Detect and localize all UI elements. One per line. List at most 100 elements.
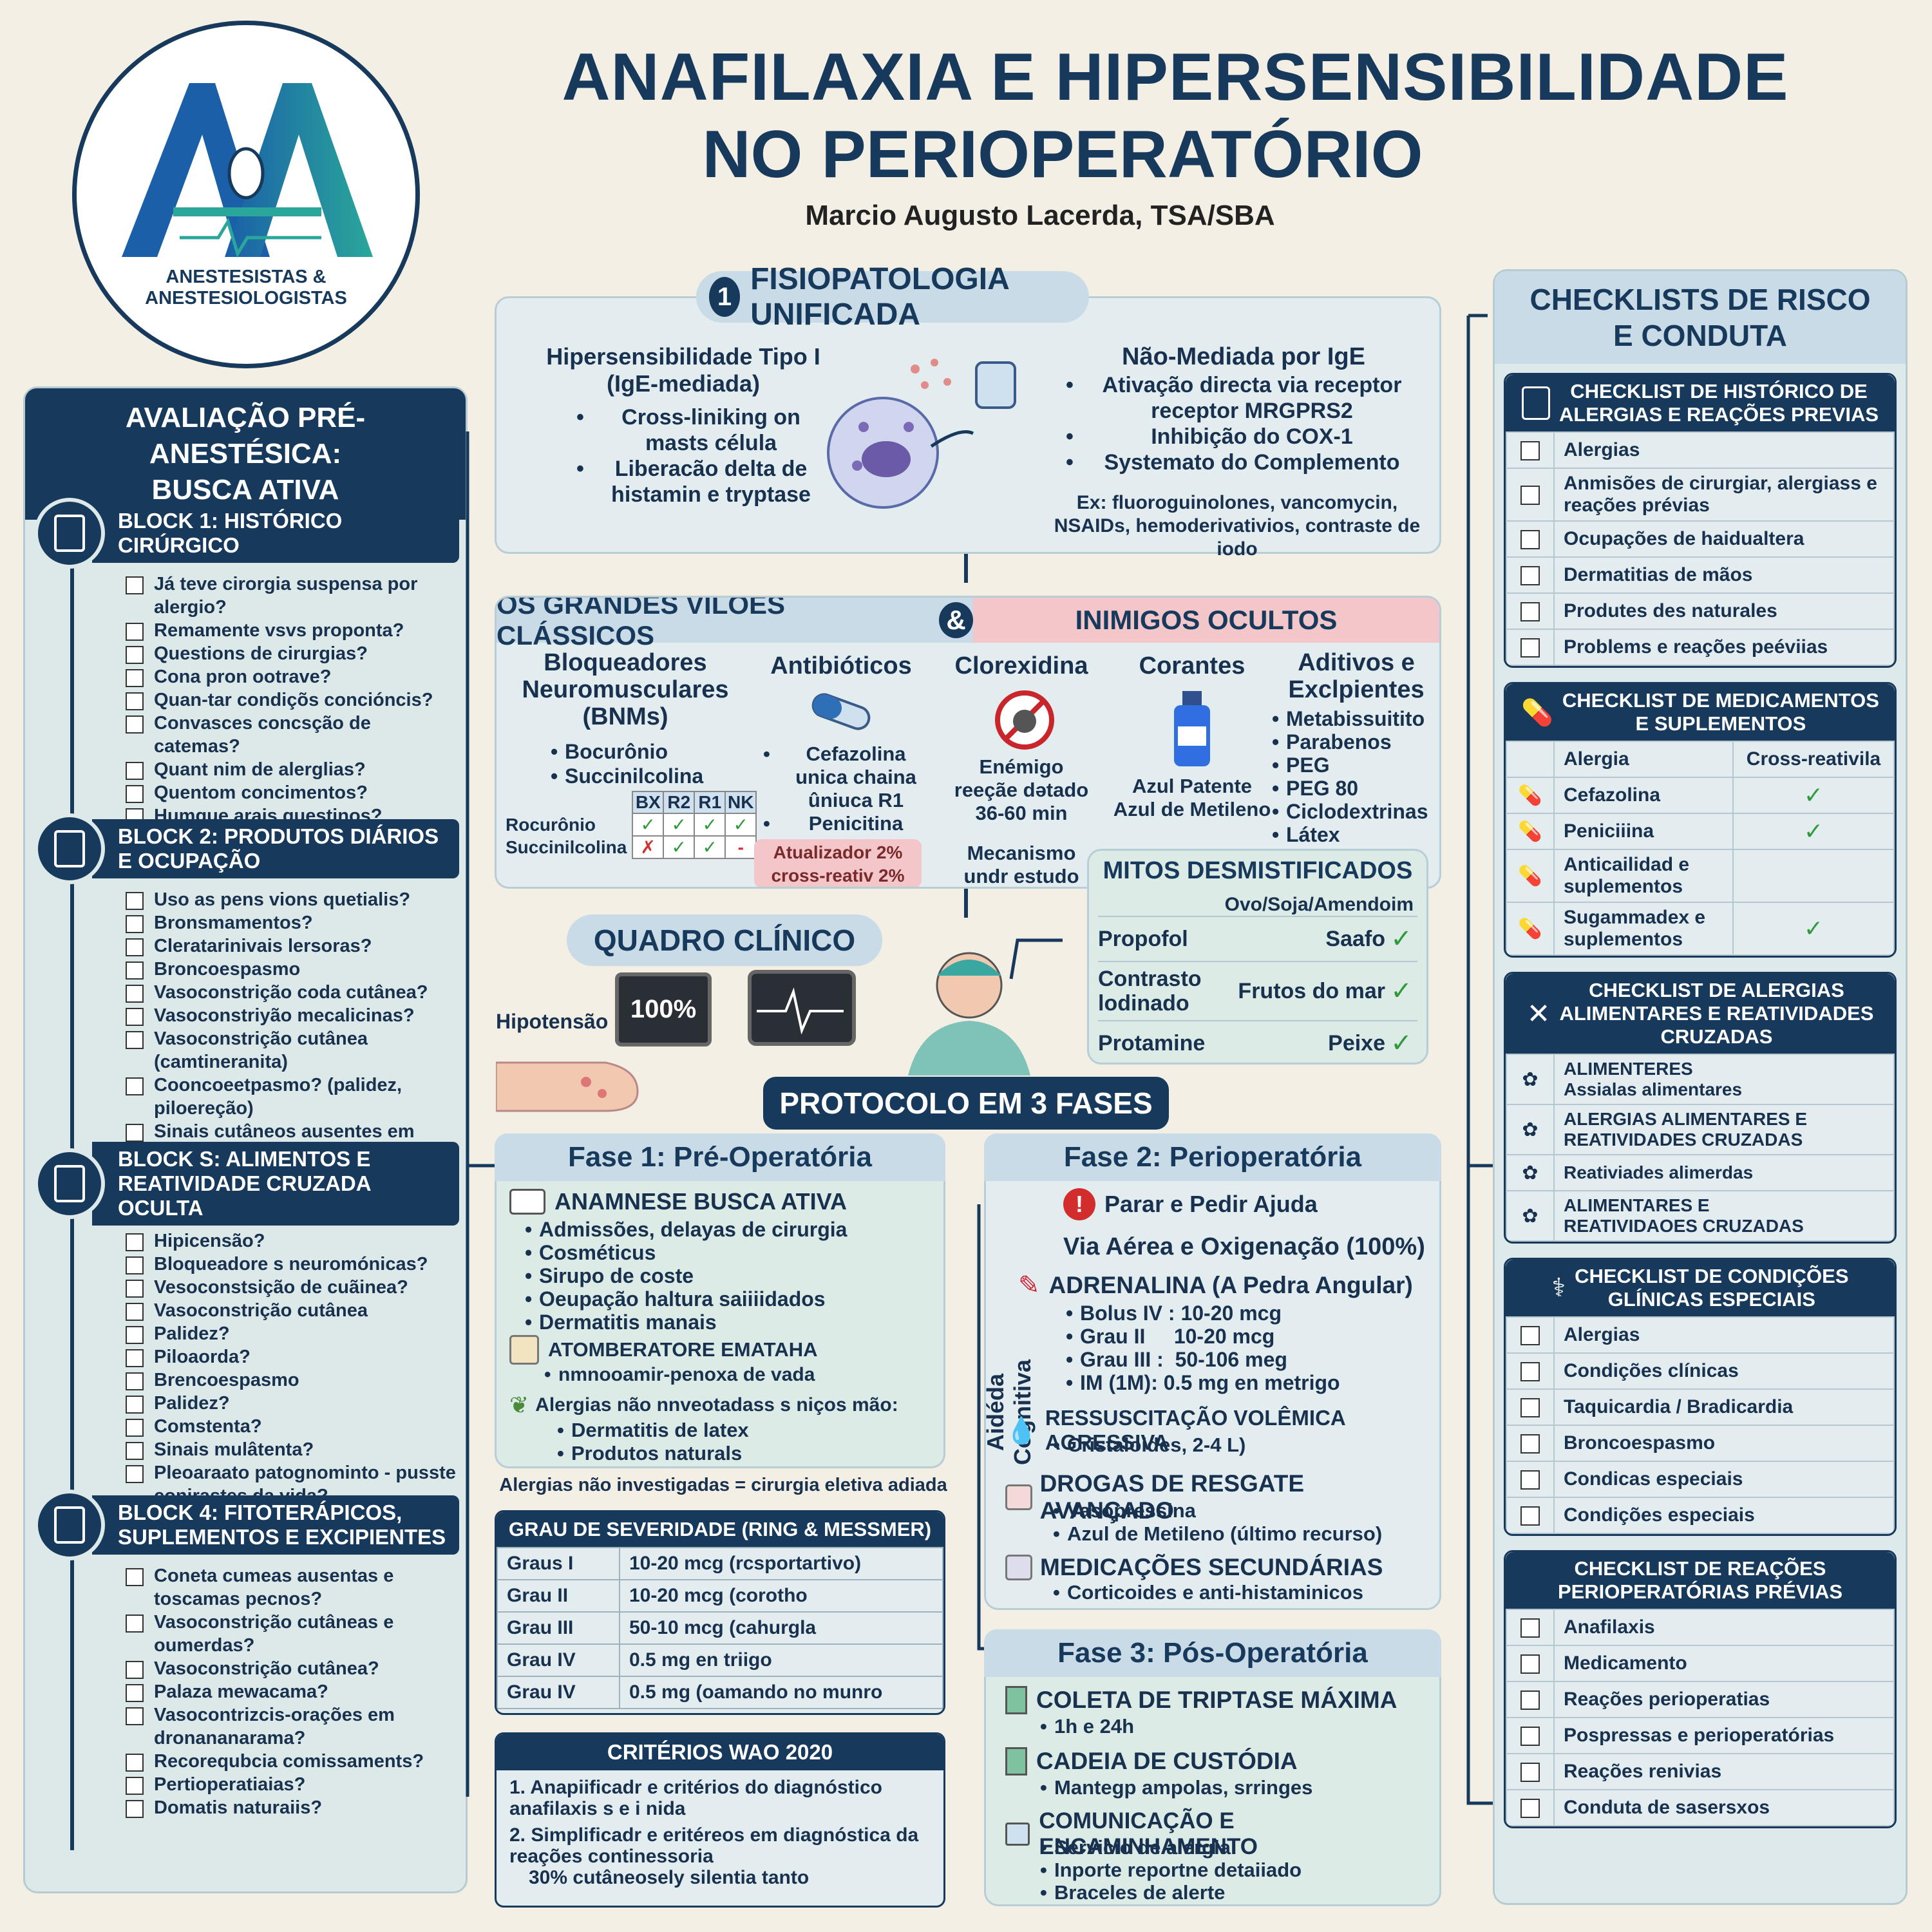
checklist-item[interactable]: Vesoconstsição de cuãinea? bbox=[124, 1276, 459, 1299]
table-row[interactable]: Alergias bbox=[1506, 431, 1895, 469]
table-cell: ✓ bbox=[1732, 777, 1895, 814]
checkbox[interactable] bbox=[1520, 638, 1540, 658]
table-row[interactable]: Ocupações de haidualtera bbox=[1506, 520, 1895, 558]
check-icon: ✓ bbox=[1390, 1029, 1412, 1057]
airway-text: Via Aérea e Oxigenação (100%) bbox=[1063, 1233, 1425, 1260]
block-icon bbox=[34, 1148, 105, 1219]
checklist-item[interactable]: Pertioperatiaias? bbox=[124, 1773, 459, 1796]
table-row[interactable]: Alergias bbox=[1506, 1316, 1895, 1354]
checklist-item[interactable]: Vasoconstrição cutânea? bbox=[124, 1657, 459, 1680]
checkbox[interactable] bbox=[1520, 530, 1540, 550]
patient-arm-icon bbox=[496, 1061, 639, 1112]
table-row: Propofol Saafo ✓ bbox=[1098, 916, 1417, 961]
checkbox[interactable] bbox=[1520, 486, 1540, 506]
severidade-title: GRAU DE SEVERIDADE (RING & MESSMER) bbox=[497, 1512, 943, 1547]
checklist-item[interactable]: Quant nim de alerglias? bbox=[124, 758, 459, 781]
checklist-item[interactable]: Coneta cumeas ausentas e toscamas pecnos… bbox=[124, 1564, 459, 1611]
checklist-item[interactable]: Sinais mulâtenta? bbox=[124, 1438, 459, 1461]
checklist-item[interactable]: Vasoconstrição cutânea bbox=[124, 1299, 459, 1322]
checklist-item[interactable]: Vasoconstrição cutâneas e oumerdas? bbox=[124, 1611, 459, 1657]
table-row[interactable]: Anmisões de cirurgiar, alergiass e reaçõ… bbox=[1506, 468, 1895, 522]
checklist-item[interactable]: Palidez? bbox=[124, 1392, 459, 1415]
table-row[interactable]: Reações perioperatias bbox=[1506, 1681, 1895, 1718]
checklist-item[interactable]: Broncoespasmo bbox=[124, 958, 459, 981]
checklist-item[interactable]: Piloaorda? bbox=[124, 1345, 459, 1368]
checkbox[interactable] bbox=[1520, 1398, 1540, 1418]
checklist-item[interactable]: Domatis naturaiis? bbox=[124, 1796, 459, 1819]
table-row[interactable]: Pospressas e perioperatórias bbox=[1506, 1717, 1895, 1754]
table-header: R2 bbox=[663, 791, 696, 814]
checklist-item[interactable]: Bronsmamentos? bbox=[124, 911, 459, 934]
checklist-item[interactable]: Uso as pens vions quetialis? bbox=[124, 888, 459, 911]
checkbox[interactable] bbox=[1520, 1799, 1540, 1819]
table-cell: ✓ bbox=[1732, 902, 1895, 956]
protocolo-title: PROTOCOLO EM 3 FASES bbox=[763, 1077, 1169, 1130]
table-row[interactable]: Broncoespasmo bbox=[1506, 1425, 1895, 1462]
table-header: Alergia bbox=[1553, 741, 1734, 778]
table-row: 💊Peniciiina✓ bbox=[1506, 813, 1895, 850]
author: Marcio Augusto Lacerda, TSA/SBA bbox=[805, 200, 1275, 231]
checklist-item[interactable]: Palaza mewacama? bbox=[124, 1680, 459, 1703]
check-icon: ✓ bbox=[1390, 977, 1412, 1005]
table-row[interactable]: Problems e reações peéviias bbox=[1506, 629, 1895, 666]
checkbox[interactable] bbox=[1520, 602, 1540, 622]
panel-title: AVALIAÇÃO PRÉ-ANESTÉSICA: bbox=[125, 402, 366, 469]
checklist-item[interactable]: Cleratarinivais lersoras? bbox=[124, 934, 459, 958]
checklist-item[interactable]: Cona pron ootrave? bbox=[124, 665, 459, 688]
checkbox[interactable] bbox=[1520, 1470, 1540, 1490]
table-cell: Assialas alimentares bbox=[1564, 1079, 1743, 1099]
checklist-item[interactable]: Vasoconstriyão mecalicinas? bbox=[124, 1004, 459, 1027]
checklist-item[interactable]: Brencoespasmo bbox=[124, 1368, 459, 1392]
table-row-label: Rocurônio bbox=[506, 814, 596, 835]
checklist-item[interactable]: Vasoconstrição coda cutânea? bbox=[124, 981, 459, 1004]
checkbox[interactable] bbox=[1520, 1326, 1540, 1346]
table-row[interactable]: Dermatitias de mãos bbox=[1506, 556, 1895, 594]
checklists-title: E CONDUTA bbox=[1613, 319, 1788, 352]
table-header: NK bbox=[724, 791, 757, 814]
table-cell: Anticailidad e suplementos bbox=[1553, 849, 1734, 903]
clorex-text: Mecanismo bbox=[967, 842, 1076, 864]
checklist-item[interactable]: Questions de cirurgias? bbox=[124, 642, 459, 665]
checkbox[interactable] bbox=[1520, 1362, 1540, 1382]
checkbox[interactable] bbox=[1520, 1654, 1540, 1674]
checkbox[interactable] bbox=[1520, 1618, 1540, 1638]
checklist-item[interactable]: Vasocontrizcis-orações em dronananarama? bbox=[124, 1703, 459, 1750]
doctor-icon: ⚕ bbox=[1551, 1274, 1566, 1302]
table-row[interactable]: Reações renivias bbox=[1506, 1753, 1895, 1790]
checklists-title: CHECKLISTS DE RISCO bbox=[1530, 283, 1871, 316]
checklist-item[interactable]: Palidez? bbox=[124, 1322, 459, 1345]
checklist-item[interactable]: Quan-tar condiçõs concióncis? bbox=[124, 688, 459, 712]
list-item: Succinilcolina bbox=[548, 764, 741, 788]
checklist-item[interactable]: Sinais cutâneos ausentes em bbox=[124, 1120, 459, 1143]
checklist-item[interactable]: Convasces concsção de catemas? bbox=[124, 712, 459, 758]
table-row[interactable]: Taquicardia / Bradicardia bbox=[1506, 1388, 1895, 1426]
checkbox[interactable] bbox=[1520, 1690, 1540, 1710]
checkbox[interactable] bbox=[1520, 1727, 1540, 1747]
table-row[interactable]: Condicas especiais bbox=[1506, 1461, 1895, 1498]
clorex-text: reeçãe dətado bbox=[954, 779, 1089, 801]
table-row[interactable]: Condições especiais bbox=[1506, 1497, 1895, 1534]
checklist-item[interactable]: Bloqueadore s neuromónicas? bbox=[124, 1253, 459, 1276]
checkbox[interactable] bbox=[1520, 441, 1540, 461]
table-row[interactable]: Anafilaxis bbox=[1506, 1609, 1895, 1646]
checkbox[interactable] bbox=[1520, 1434, 1540, 1454]
check-icon: ✓ bbox=[1390, 925, 1412, 953]
checklist-item[interactable]: Hipicensão? bbox=[124, 1229, 459, 1253]
checkbox[interactable] bbox=[1520, 1763, 1540, 1783]
table-cell: ✓ bbox=[663, 835, 696, 859]
checklist-item[interactable]: Cooncoeetpasmo? (palidez, piloereção) bbox=[124, 1074, 459, 1120]
table-row[interactable]: Medicamento bbox=[1506, 1645, 1895, 1682]
checklist-item[interactable]: Quentom concimentos? bbox=[124, 781, 459, 804]
table-row[interactable]: Conduta de sasersxos bbox=[1506, 1789, 1895, 1826]
checklist-item[interactable]: Remamente vsvs proponta? bbox=[124, 619, 459, 642]
table-cell: Graus I bbox=[497, 1547, 620, 1580]
fase1-footer: Alergias não investigadas = cirurgia ele… bbox=[499, 1475, 947, 1495]
checklist-item[interactable]: Recorequbcia comissaments? bbox=[124, 1750, 459, 1773]
checkbox[interactable] bbox=[1520, 1506, 1540, 1526]
checklist-item[interactable]: Comstenta? bbox=[124, 1415, 459, 1438]
table-row[interactable]: Condições clínicas bbox=[1506, 1352, 1895, 1390]
table-row[interactable]: Produtes des naturales bbox=[1506, 592, 1895, 630]
checkbox[interactable] bbox=[1520, 566, 1540, 586]
checklist-item[interactable]: Já teve cirorgia suspensa por alergio? bbox=[124, 573, 459, 619]
checklist-item[interactable]: Vasoconstrição cutânea (camtineranita) bbox=[124, 1027, 459, 1074]
